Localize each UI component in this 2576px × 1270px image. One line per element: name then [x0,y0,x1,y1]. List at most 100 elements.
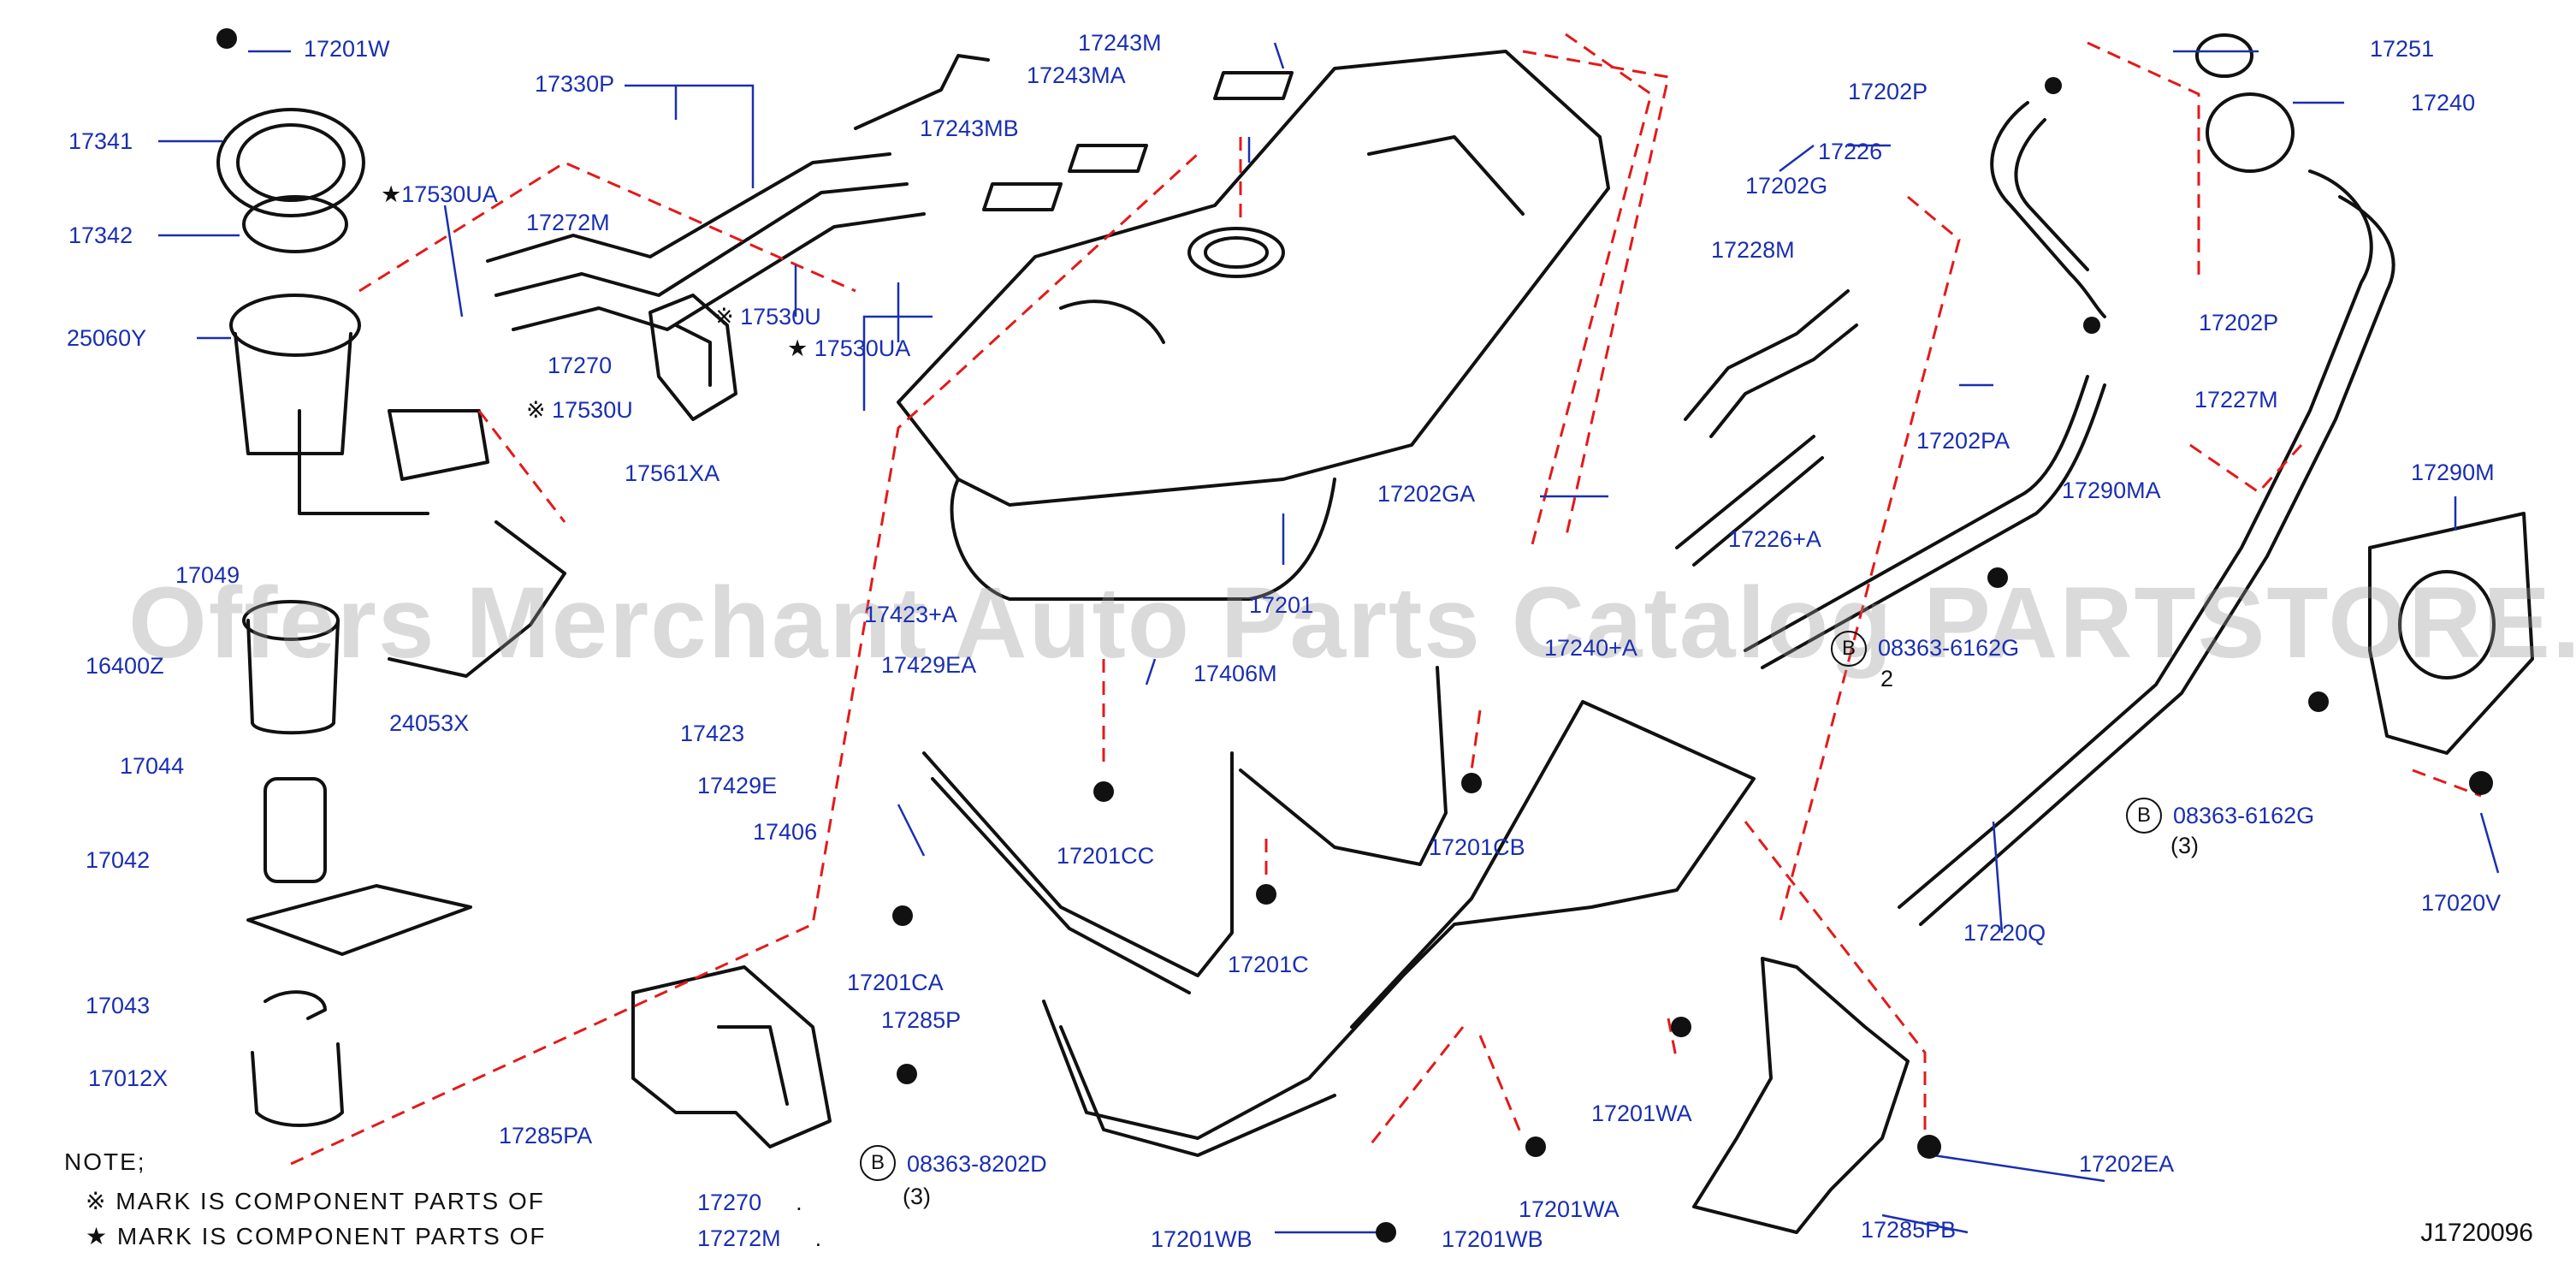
fuel-tank [897,50,1610,601]
bolt [2308,691,2329,712]
tank-protector [1042,700,1756,1157]
part-label-17202GA: 17202GA [1377,481,1476,507]
note-heading: NOTE; [64,1148,146,1175]
part-label-17530U-b: ※ 17530U [714,304,821,329]
part-label-17201: 17201 [1249,592,1314,618]
clip [2469,771,2493,795]
part-label-17429EA: 17429EA [881,652,977,678]
part-label-17201WA-a: 17201WA [1591,1101,1692,1126]
part-label-17243MA: 17243MA [1027,62,1126,88]
clamp [2083,317,2100,334]
bolt [1671,1017,1691,1037]
breather-tube-rear [1761,383,2106,669]
part-label-17227M: 17227M [2194,387,2278,412]
part-label-17290M: 17290M [2411,460,2495,485]
bolt-callout-circle-1: B [860,1145,896,1181]
part-label-17020V: 17020V [2421,890,2502,916]
part-label-17272M: 17272M [526,210,610,235]
pump-reservoir-bracket [251,1042,344,1127]
part-label-17220Q: 17220Q [1963,920,2046,946]
part-label-17243MB: 17243MB [920,116,1019,141]
part-label-17240: 17240 [2411,90,2476,116]
part-label-17201WA-b: 17201WA [1519,1196,1620,1222]
rear-protector-plate [1692,957,1910,1234]
breather-tube [1990,101,2106,318]
tank-strap [922,751,1234,977]
part-label-17049: 17049 [175,562,240,588]
drawing-code: J1720096 [2420,1219,2533,1247]
bolt-callout-qty-2: (3) [2170,833,2199,858]
filler-hose [1709,323,1858,438]
part-label-25060Y: 25060Y [67,325,147,351]
note-line-1: ※ MARK IS COMPONENT PARTS OF [86,1187,545,1215]
bolt-callout-circle-2: B [2126,798,2162,834]
note-line-1-mark: ※ [86,1188,108,1214]
bolt-callout-circle-3: B [1831,631,1867,667]
part-label-17243M: 17243M [1078,30,1162,56]
note-line-2-part: 17272M. [697,1225,822,1251]
part-label-17226-plus-A: 17226+A [1728,526,1821,552]
bolt [1525,1136,1546,1157]
part-label-17423-plus-A: 17423+A [864,602,957,627]
note-line-1-part: 17270. [697,1190,802,1215]
fuel-pump-flange [216,108,365,217]
part-label-17342: 17342 [68,223,133,248]
part-label-17530UA: ★17530UA [381,181,498,207]
fuel-pump-assembly [229,294,489,515]
part-label-17202PA: 17202PA [1916,428,2010,454]
fasteners [216,28,2493,1243]
bolt [1987,567,2008,588]
part-label-17530UA-b: ★ 17530UA [787,335,911,361]
pump-retainer-clip [264,990,327,1020]
part-label-17330P: 17330P [535,71,615,97]
bolt [892,905,913,926]
bolt-callout-qty-3: 2 [1880,666,1894,691]
note-line-2-text: MARK IS COMPONENT PARTS OF [116,1223,547,1249]
part-label-17341: 17341 [68,128,133,154]
part-label-17012X: 17012X [88,1065,169,1091]
bolt-callout-qty-1: (3) [903,1184,931,1209]
fuel-tube-clamp [648,294,737,421]
filler-cap [2195,33,2253,78]
bolt [897,1064,917,1084]
part-label-17251: 17251 [2370,36,2435,62]
part-label-17423: 17423 [680,721,745,746]
part-label-17043: 17043 [86,993,151,1018]
part-label-17429E: 17429E [697,773,778,798]
part-label-17228M: 17228M [1711,237,1795,263]
filler-lid-housing [2368,512,2534,755]
clamp [2045,77,2062,94]
filler-hose [1684,289,1850,421]
part-label-17270: 17270 [548,353,613,378]
sender-harness [388,520,566,678]
part-label-17561XA: 17561XA [625,460,720,486]
part-label-17201CA: 17201CA [847,970,944,995]
part-label-17201CC: 17201CC [1057,843,1155,869]
bolt-callout-code-1: 08363-8202D [907,1151,1047,1177]
bolt [1376,1222,1396,1243]
bolt [1093,781,1114,802]
fuel-filter [242,600,340,735]
breather-tube [2014,118,2089,271]
part-label-17201WB-b: 17201WB [1442,1226,1543,1252]
filler-lid [2398,570,2496,680]
part-label-17406: 17406 [753,819,818,845]
part-label-17201WB-a: 17201WB [1151,1226,1252,1252]
note-line-2: ★ MARK IS COMPONENT PARTS OF [86,1222,547,1250]
bolt-callout-code-3: 08363-6162G [1878,635,2020,661]
part-label-16400Z: 16400Z [86,653,164,679]
bolt [1256,884,1276,905]
filler-cap-ring [2206,92,2295,173]
inspection-labels [982,71,1294,211]
part-label-17406M: 17406M [1193,661,1277,686]
part-label-17202EA: 17202EA [2079,1151,2175,1177]
vent-hose [1675,435,1815,549]
part-label-17202P-b: 17202P [2199,310,2279,335]
part-label-17240-plus-A: 17240+A [1544,635,1637,661]
part-label-17226: 17226 [1818,139,1883,164]
fuel-feed-tubes [486,54,990,331]
part-label-24053X: 24053X [389,710,470,736]
protector-bracket [631,965,832,1148]
part-label-17202G: 17202G [1745,173,1828,199]
